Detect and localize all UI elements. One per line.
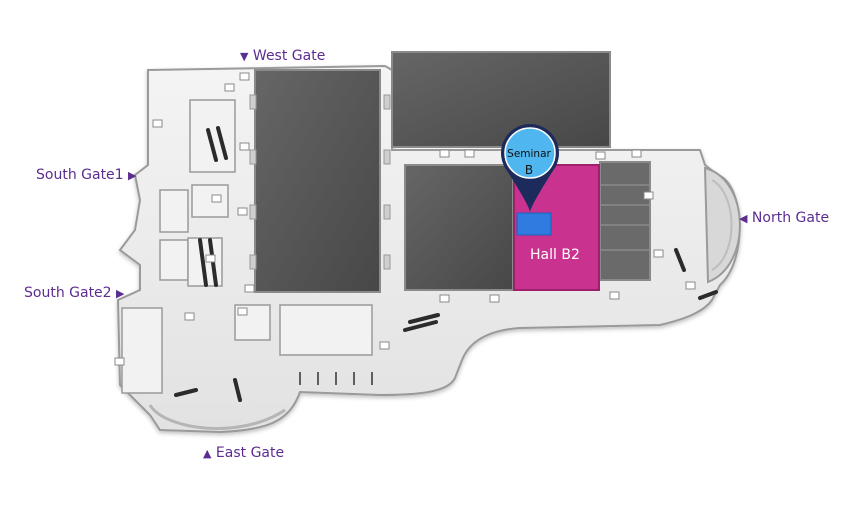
- south-gate2-text: South Gate2: [24, 285, 112, 301]
- left-triangle-icon: ◀: [739, 212, 748, 225]
- hall-b3-blocks: [599, 161, 651, 281]
- east-gate-text: East Gate: [215, 445, 285, 461]
- right-triangle-icon: ▶: [116, 287, 125, 300]
- hall-a-north: [391, 51, 611, 148]
- west-gate-text: West Gate: [252, 48, 326, 64]
- entrance-posts: [299, 372, 373, 385]
- hall-b1: [404, 164, 514, 291]
- north-gate-text: North Gate: [751, 210, 830, 226]
- west-gate-label[interactable]: ▼ West Gate: [240, 48, 325, 65]
- south-gate1-label[interactable]: South Gate1 ▶: [36, 167, 137, 184]
- pin-label-line1: Seminar: [507, 148, 551, 160]
- restroom-icons: [114, 72, 696, 366]
- south-gate2-label[interactable]: South Gate2 ▶: [24, 285, 125, 302]
- right-triangle-icon: ▶: [128, 169, 137, 182]
- north-gate-label[interactable]: ◀ North Gate: [739, 210, 829, 227]
- minor-rooms: [121, 99, 373, 394]
- seminar-b-room[interactable]: [516, 212, 552, 236]
- hall-a-west: [254, 69, 381, 293]
- down-triangle-icon: ▼: [240, 50, 249, 63]
- pin-label-line2: B: [524, 163, 534, 177]
- up-triangle-icon: ▲: [203, 447, 212, 460]
- east-gate-label[interactable]: ▲ East Gate: [203, 445, 284, 462]
- seminar-b-pin[interactable]: [501, 124, 559, 212]
- hall-b2-label: Hall B2: [530, 247, 580, 263]
- south-gate1-text: South Gate1: [36, 167, 124, 183]
- columns: [249, 94, 391, 270]
